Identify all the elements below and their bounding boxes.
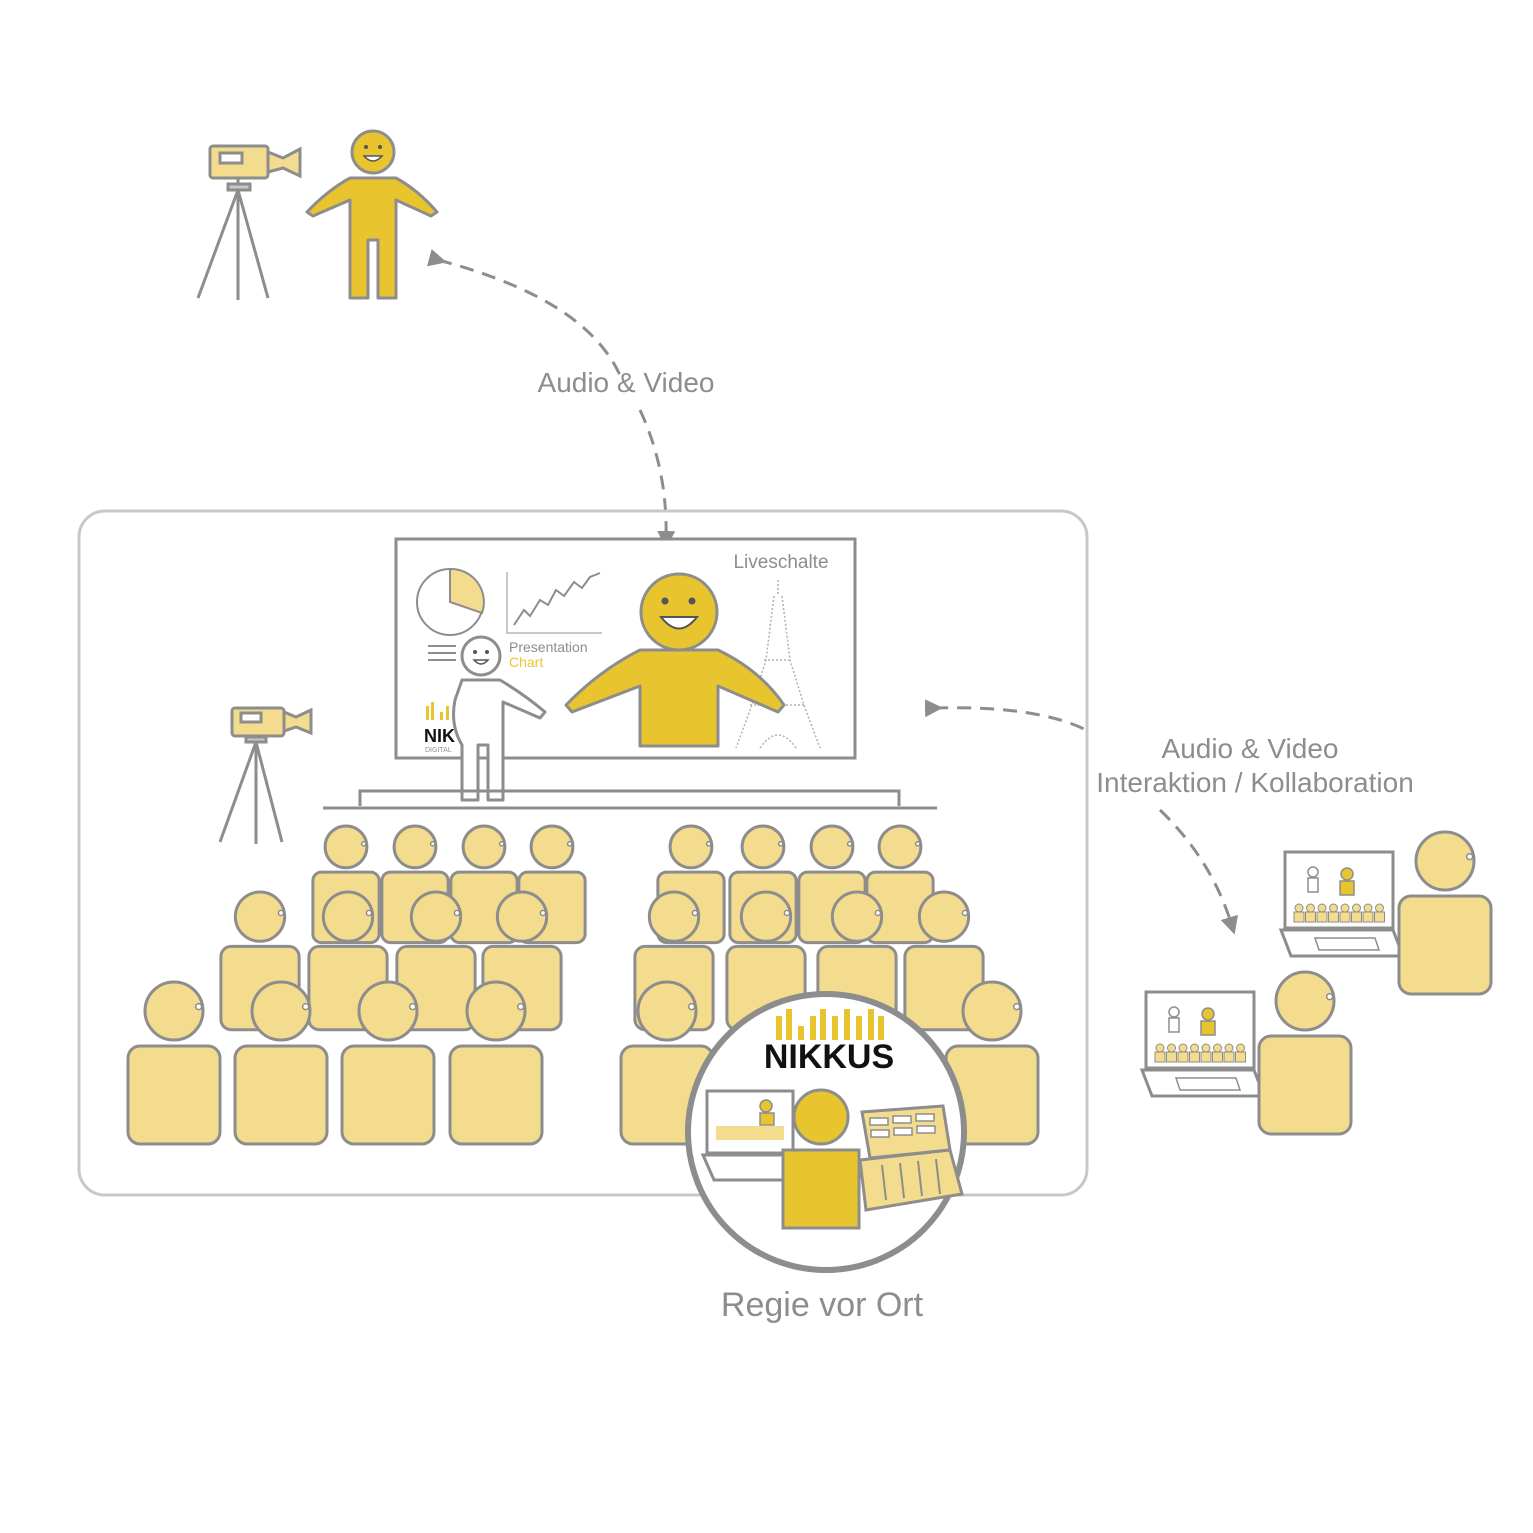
screen-logo: NIK DIGITAL bbox=[424, 702, 455, 754]
remote-participant bbox=[1397, 830, 1493, 996]
audience-member bbox=[126, 980, 222, 1146]
presentation-chart-sublabel: Chart bbox=[509, 654, 543, 670]
remote-participant bbox=[1257, 970, 1353, 1136]
audience-member bbox=[233, 980, 329, 1146]
stage-platform bbox=[323, 789, 937, 810]
presentation-chart-label: Presentation bbox=[509, 639, 588, 655]
top-connection-label: Audio & Video bbox=[538, 367, 715, 398]
screen-logo-tagline: DIGITAL bbox=[425, 747, 452, 754]
projection-screen bbox=[394, 537, 857, 760]
right-connection-label-line1: Audio & Video bbox=[1162, 733, 1339, 764]
remote-presenter-figure bbox=[305, 129, 439, 300]
onstage-presenter-figure bbox=[452, 635, 547, 802]
remote-laptop bbox=[1139, 990, 1267, 1098]
control-room-badge: NIKKUS bbox=[685, 991, 967, 1273]
control-room-caption: Regie vor Ort bbox=[721, 1286, 924, 1324]
control-room-logo-wordmark: NIKKUS bbox=[764, 1038, 894, 1076]
screen-title: Liveschalte bbox=[733, 552, 828, 573]
audience-member bbox=[448, 980, 544, 1146]
venue-camera-icon bbox=[218, 706, 313, 844]
audience-member bbox=[340, 980, 436, 1146]
screen-remote-presenter-figure bbox=[564, 572, 786, 748]
remote-laptop bbox=[1278, 850, 1406, 958]
remote-camera-icon bbox=[196, 144, 302, 300]
top-connection-arrow bbox=[438, 260, 666, 540]
screen-logo-wordmark: NIK bbox=[424, 726, 455, 746]
right-connection-arrow bbox=[934, 708, 1232, 926]
right-connection-label-line2: Interaktion / Kollaboration bbox=[1096, 767, 1414, 798]
audience-group bbox=[126, 824, 1040, 1146]
remote-participants-group bbox=[1139, 830, 1493, 1136]
